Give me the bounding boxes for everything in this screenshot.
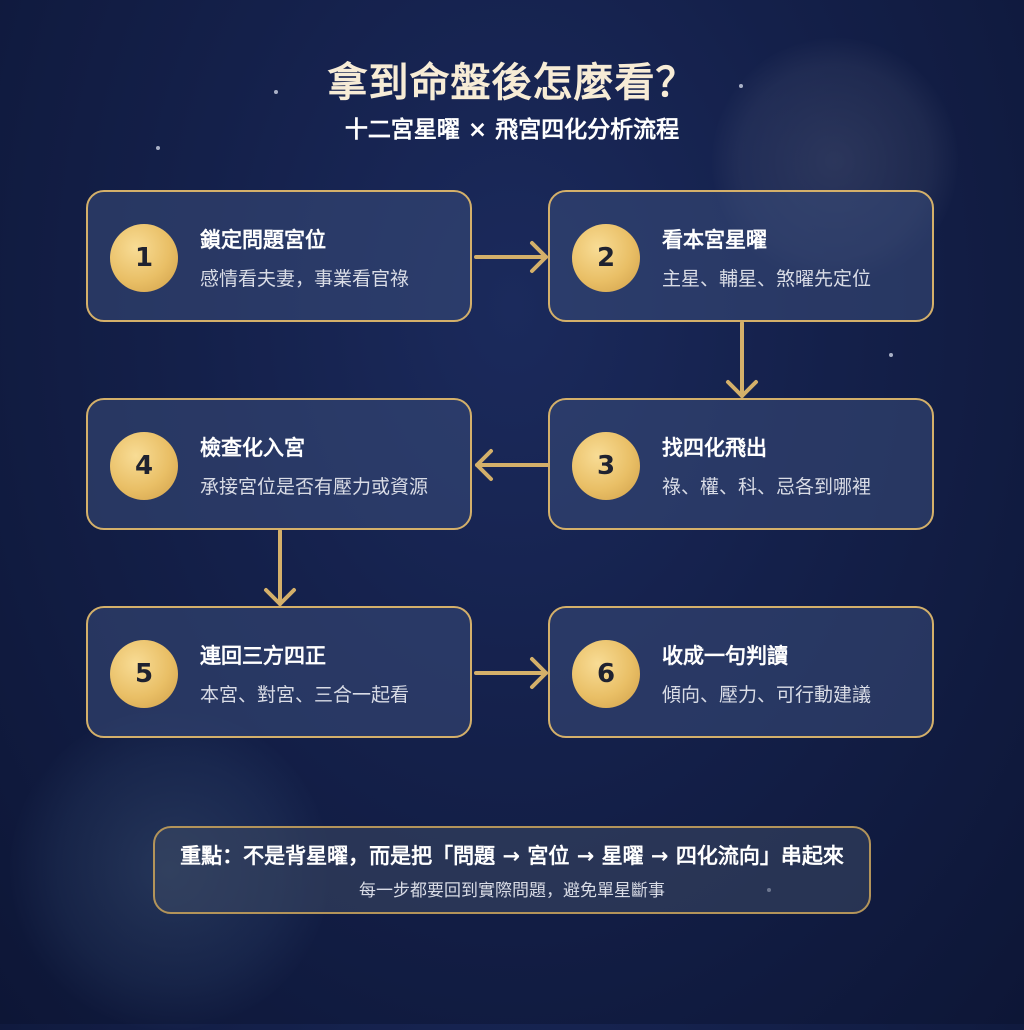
step-title: 找四化飛出 bbox=[662, 436, 767, 460]
page-title: 拿到命盤後怎麼看？ bbox=[327, 60, 697, 106]
star-dot bbox=[274, 90, 278, 94]
step-description: 本宮、對宮、三合一起看 bbox=[200, 684, 410, 706]
step-number-badge: 1 bbox=[110, 224, 178, 292]
step-number-badge: 5 bbox=[110, 640, 178, 708]
step-description: 傾向、壓力、可行動建議 bbox=[662, 684, 872, 706]
arrow-down-icon bbox=[726, 321, 758, 398]
step-title: 收成一句判讀 bbox=[662, 644, 788, 668]
arrow-right-icon bbox=[474, 241, 548, 273]
step-card-1: 1 鎖定問題宮位 感情看夫妻，事業看官祿 bbox=[86, 190, 472, 322]
star-dot bbox=[739, 84, 743, 88]
step-card-3: 3 找四化飛出 祿、權、科、忌各到哪裡 bbox=[548, 398, 934, 530]
key-note-box bbox=[153, 826, 871, 914]
step-number-badge: 6 bbox=[572, 640, 640, 708]
step-title: 鎖定問題宮位 bbox=[200, 228, 326, 252]
step-card-6: 6 收成一句判讀 傾向、壓力、可行動建議 bbox=[548, 606, 934, 738]
step-title: 看本宮星曜 bbox=[662, 228, 767, 252]
step-description: 祿、權、科、忌各到哪裡 bbox=[662, 476, 872, 498]
step-number-badge: 2 bbox=[572, 224, 640, 292]
star-dot bbox=[156, 146, 160, 150]
step-card-4: 4 檢查化入宮 承接宮位是否有壓力或資源 bbox=[86, 398, 472, 530]
step-number-badge: 3 bbox=[572, 432, 640, 500]
page-subtitle: 十二宮星曜 × 飛宮四化分析流程 bbox=[344, 117, 680, 143]
star-dot bbox=[889, 353, 893, 357]
key-note-text: 重點：不是背星曜，而是把「問題 → 宮位 → 星曜 → 四化流向」串起來 bbox=[180, 844, 844, 868]
arrow-left-icon bbox=[475, 449, 550, 481]
arrow-right-icon bbox=[474, 657, 548, 689]
step-card-2: 2 看本宮星曜 主星、輔星、煞曜先定位 bbox=[548, 190, 934, 322]
step-card-5: 5 連回三方四正 本宮、對宮、三合一起看 bbox=[86, 606, 472, 738]
step-description: 感情看夫妻，事業看官祿 bbox=[200, 268, 410, 290]
arrow-down-icon bbox=[264, 529, 296, 606]
step-title: 檢查化入宮 bbox=[200, 436, 305, 460]
step-number-badge: 4 bbox=[110, 432, 178, 500]
step-description: 承接宮位是否有壓力或資源 bbox=[200, 476, 429, 498]
step-title: 連回三方四正 bbox=[200, 644, 326, 668]
step-description: 主星、輔星、煞曜先定位 bbox=[662, 268, 872, 290]
key-note-subtext: 每一步都要回到實際問題，避免單星斷事 bbox=[359, 881, 665, 901]
